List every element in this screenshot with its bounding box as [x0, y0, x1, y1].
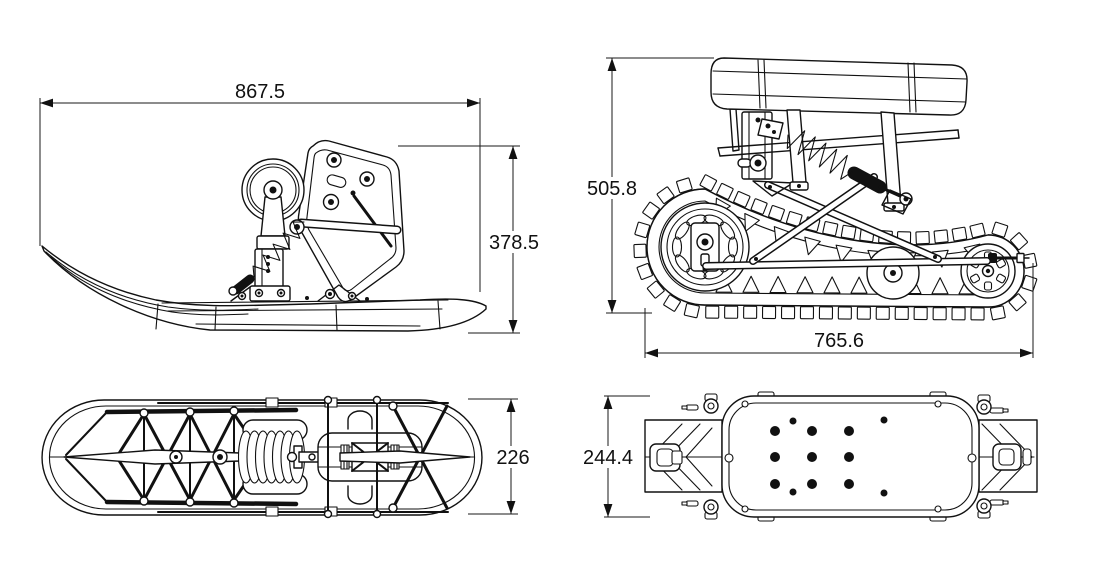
deck-hole: [807, 426, 817, 436]
dim-track-height: 505.8: [584, 57, 714, 314]
track-lug: [699, 174, 718, 192]
deck-hole: [807, 452, 817, 462]
track-lug: [663, 294, 681, 312]
track-lug: [705, 305, 720, 319]
dim-ski-height-label: 378.5: [489, 232, 539, 254]
dim-track-height-label: 505.8: [587, 178, 637, 200]
front-drive-sprocket: [660, 202, 750, 292]
dim-track-width: 244.4: [581, 395, 650, 518]
track-lug: [818, 306, 834, 320]
track-lug: [875, 306, 890, 320]
track-lug: [642, 201, 660, 220]
track-lug: [633, 243, 647, 259]
dim-ski-length: 867.5: [39, 81, 481, 292]
track-lug: [840, 224, 857, 240]
platform-deck: [710, 57, 968, 157]
track-tooth: [796, 276, 814, 294]
track-lug: [634, 221, 651, 239]
track-lug: [716, 182, 734, 200]
deck-hole-small: [880, 489, 888, 497]
track-lug: [969, 222, 986, 239]
track-frame: [702, 173, 991, 270]
track-lug: [799, 306, 815, 320]
axle-bolts: [681, 393, 1009, 520]
track-lug: [761, 305, 777, 320]
support-posts: [786, 109, 905, 212]
track-lug: [822, 221, 839, 237]
track-lug: [785, 211, 803, 227]
ski-rear-truss: [339, 401, 471, 513]
track-lug: [768, 205, 785, 222]
track-lug: [856, 306, 871, 320]
deck-hole: [770, 479, 780, 489]
deck-hole: [770, 426, 780, 436]
track-lug: [915, 230, 930, 245]
track-tooth: [742, 275, 760, 293]
ski-spring-mount: [237, 419, 320, 495]
deck-hole-small: [789, 488, 797, 496]
dim-ski-width: 226: [468, 398, 534, 515]
deck-holes: [770, 416, 888, 497]
track-lug: [1022, 252, 1038, 269]
dim-ski-length-label: 867.5: [235, 81, 285, 103]
track-lug: [1010, 232, 1028, 251]
track-lug: [951, 307, 966, 321]
track-lug: [780, 306, 796, 320]
track-lug-block-right: [978, 419, 1038, 493]
track-lug: [636, 263, 653, 280]
track-lug: [951, 226, 968, 242]
track-lug: [743, 305, 758, 319]
deck-plate: [721, 391, 980, 522]
track-lug: [933, 229, 949, 244]
track-tooth: [804, 236, 821, 256]
deck-hole-small: [880, 416, 888, 424]
dim-ski-width-label: 226: [496, 447, 529, 469]
track-lug: [894, 306, 909, 320]
ski-shock-absorber: [228, 221, 305, 296]
ski-truss: [63, 406, 299, 508]
track-lug: [676, 177, 693, 194]
track-lug: [733, 190, 751, 208]
track-tooth: [850, 276, 868, 294]
track-lug: [646, 280, 665, 299]
track-tooth: [823, 276, 841, 294]
deck-hole: [844, 426, 854, 436]
track-lug: [750, 198, 768, 215]
track-lug: [970, 307, 985, 321]
ski-top-view: 226: [41, 395, 534, 519]
track-lug: [1008, 293, 1027, 312]
dim-track-length-label: 765.6: [814, 330, 864, 352]
track-lug: [683, 302, 700, 319]
idler-wheel: [241, 158, 305, 302]
deck-hole: [807, 479, 817, 489]
track-lug: [989, 305, 1006, 321]
deck-hole: [770, 452, 780, 462]
track-tooth: [931, 277, 949, 295]
track-side-view: 505.8 765.6: [584, 57, 1038, 358]
track-top-view: 244.4: [581, 391, 1038, 522]
track-tooth: [769, 275, 787, 294]
deck-hole: [844, 452, 854, 462]
track-lug: [913, 306, 928, 321]
dim-track-length: 765.6: [644, 263, 1034, 358]
track-shock-absorber: [757, 118, 913, 215]
dim-track-width-label: 244.4: [583, 447, 633, 469]
track-lug: [656, 186, 675, 205]
ski-side-view: 867.5 378.5: [39, 81, 542, 334]
track-lug: [837, 306, 852, 320]
deck-hole: [844, 479, 854, 489]
track-lug: [724, 305, 739, 319]
coil-spring: [252, 221, 305, 278]
ski-blade: [41, 245, 487, 332]
dim-ski-height: 378.5: [398, 145, 542, 334]
suspension-frame: [230, 139, 405, 303]
track-tooth: [744, 212, 760, 232]
track-lug-block-left: [644, 419, 723, 493]
track-lug: [991, 221, 1009, 238]
coil-spring: [786, 130, 853, 180]
deck-hole-small: [789, 417, 797, 425]
track-lug: [932, 307, 947, 321]
track-tooth: [835, 244, 853, 263]
